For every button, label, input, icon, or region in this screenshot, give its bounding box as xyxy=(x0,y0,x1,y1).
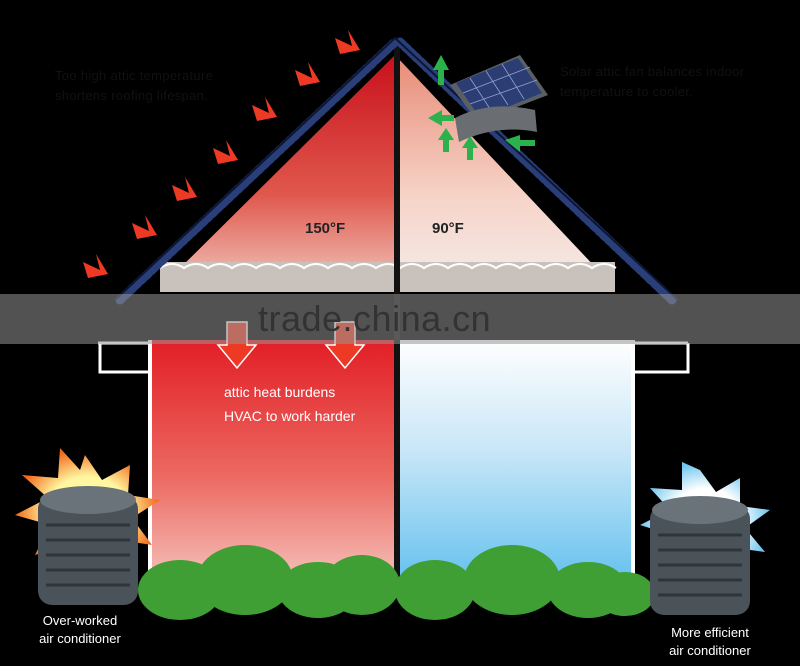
ac-unit-left xyxy=(15,448,160,605)
watermark-band: trade.china.cn xyxy=(0,294,800,344)
right-ac-label: More efficient air conditioner xyxy=(640,624,780,660)
left-attic-note: Too high attic temperature shortens roof… xyxy=(55,68,214,103)
interior-note-line2: HVAC to work harder xyxy=(224,408,356,424)
interior-note-line1: attic heat burdens xyxy=(224,384,336,400)
solar-fan xyxy=(450,55,548,142)
heat-arrows xyxy=(83,30,360,278)
left-ac-label-line1: Over-worked xyxy=(42,613,118,628)
right-ac-label-line1: More efficient xyxy=(671,625,749,640)
hot-attic-temp: 150°F xyxy=(305,220,346,237)
right-ac-label-line2: air conditioner xyxy=(669,643,751,658)
hot-attic xyxy=(160,55,395,288)
right-attic-note: Solar attic fan balances indoor temperat… xyxy=(560,64,745,99)
bushes xyxy=(138,545,655,620)
left-ac-label: Over-worked air conditioner xyxy=(10,612,150,648)
hot-wall xyxy=(152,340,395,590)
cool-attic-temp: 90°F xyxy=(432,220,464,237)
cool-attic xyxy=(395,55,615,288)
vent-arrows xyxy=(428,55,535,160)
left-ac-label-line2: air conditioner xyxy=(39,631,121,646)
ac-unit-right xyxy=(640,462,770,615)
watermark-text: trade.china.cn xyxy=(258,298,492,339)
insulation-band xyxy=(160,262,615,292)
